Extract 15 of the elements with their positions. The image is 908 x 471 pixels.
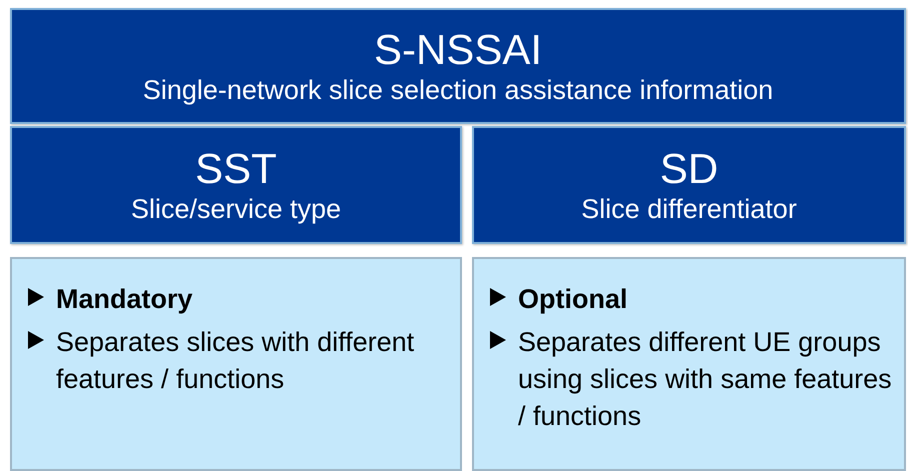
description-text: Separates different UE groups using slices with same features / functions [518, 326, 893, 433]
description-text: Separates slices with different features / functions [56, 326, 416, 396]
abbreviation-title: SD [660, 144, 718, 193]
full-name-text: Single-network slice selection assistance information [142, 74, 774, 106]
info-panel [472, 257, 906, 471]
full-name-text: Slice/service type [130, 192, 342, 226]
info-panel [10, 257, 462, 471]
abbreviation-title: SST [195, 144, 277, 193]
header-box [472, 126, 906, 244]
requirement-label: Optional [518, 283, 628, 316]
header-box [10, 126, 462, 244]
header-box [10, 8, 906, 124]
full-name-text: Slice differentiator [581, 192, 797, 226]
abbreviation-title: S-NSSAI [374, 26, 542, 74]
requirement-label: Mandatory [56, 283, 193, 316]
